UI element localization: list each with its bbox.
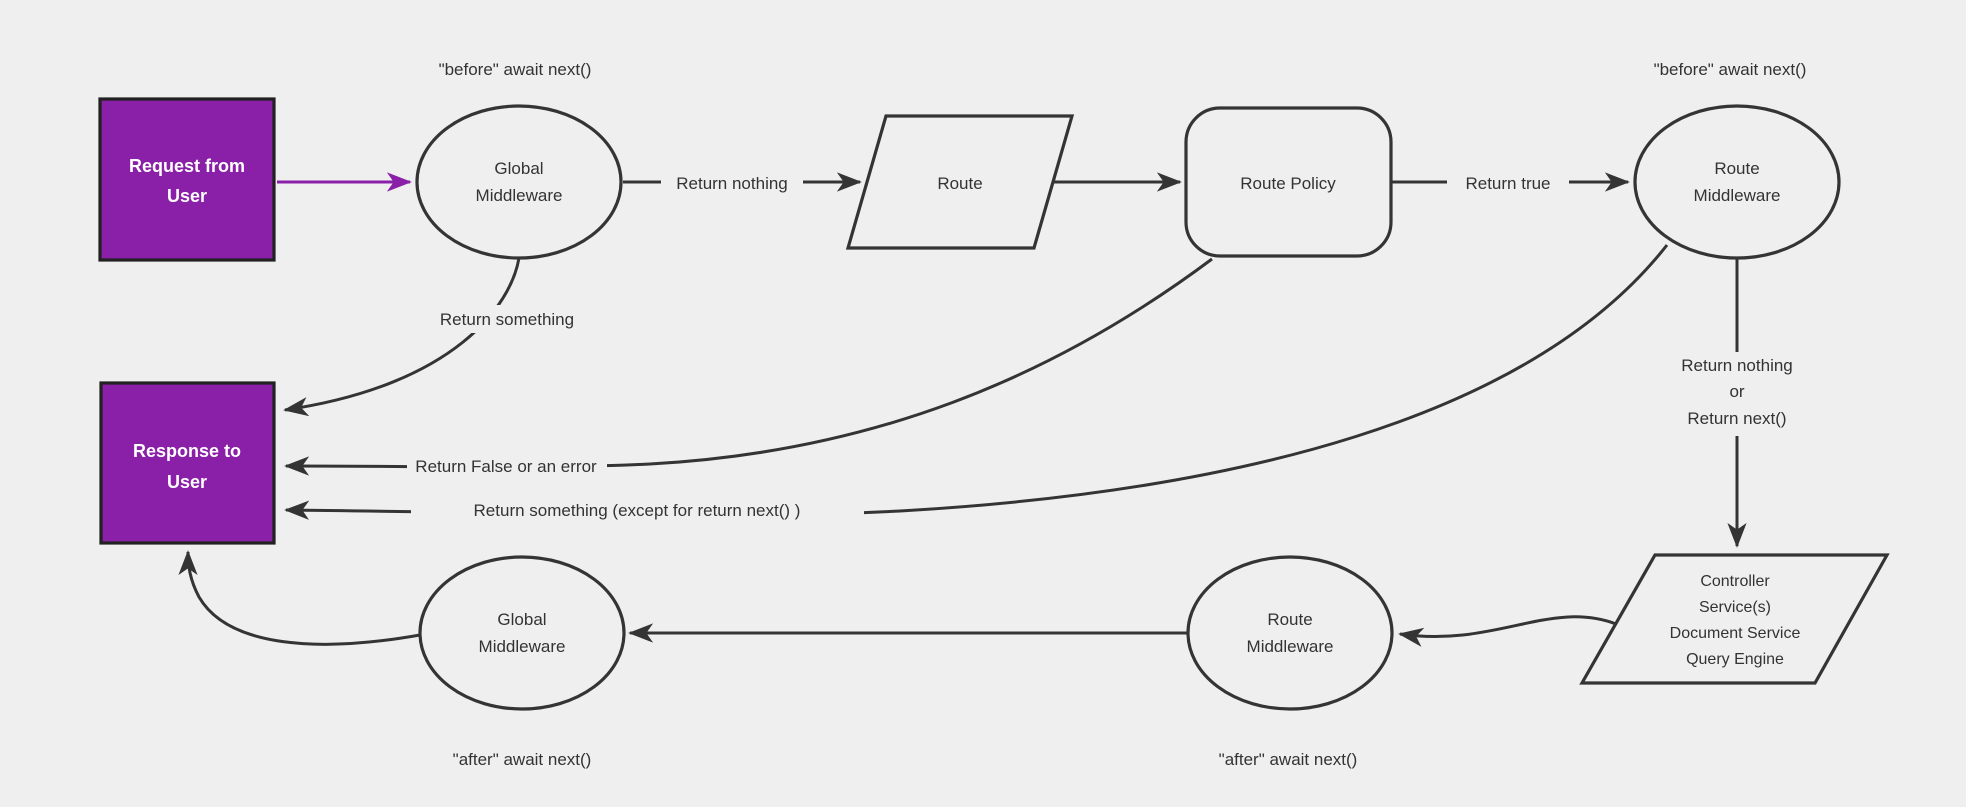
edge-label-return-nothing-or-line1: Return nothing [1681, 356, 1793, 375]
edge-route-policy-to-response [284, 257, 1213, 476]
edge-label-return-something: Return something [440, 310, 574, 329]
controller-line4: Query Engine [1686, 651, 1784, 668]
edge-label-return-nothing-or-line3: Return next() [1687, 409, 1786, 428]
controller-line2: Service(s) [1699, 599, 1771, 616]
label-bg [661, 168, 803, 196]
response-label-line1: Response to [133, 441, 241, 461]
annotation-after-await-next-left: "after" await next() [453, 750, 592, 769]
route-middleware-top-ellipse [1633, 104, 1841, 260]
response-label-line2: User [167, 472, 207, 492]
route-middleware-bottom-line1: Route [1267, 610, 1312, 629]
node-global-middleware-top: Global Middleware "before" await next() [415, 60, 623, 260]
annotation-before-await-next-right: "before" await next() [1654, 60, 1807, 79]
node-route-policy: Route Policy [1184, 106, 1393, 258]
label-bg [411, 496, 864, 524]
response-box [99, 381, 276, 545]
edge-label-return-nothing-or-line2: or [1729, 382, 1744, 401]
label-bg [416, 305, 599, 333]
controller-line1: Controller [1700, 573, 1770, 590]
edge-label-return-false: Return False or an error [415, 457, 597, 476]
node-response-to-user: Response to User [99, 381, 276, 545]
route-middleware-bottom-ellipse [1186, 555, 1394, 711]
edges [178, 172, 1747, 647]
global-middleware-top-ellipse [415, 104, 623, 260]
route-label: Route [937, 174, 982, 193]
route-parallelogram [845, 114, 1075, 250]
nodes: Request from User Global Middleware "bef… [98, 60, 1890, 769]
request-box [98, 97, 276, 262]
label-bg [1660, 352, 1814, 436]
route-middleware-top-line1: Route [1714, 159, 1759, 178]
edge-label-return-something-except: Return something (except for return next… [474, 501, 801, 520]
route-middleware-bottom-line2: Middleware [1247, 637, 1334, 656]
controller-line3: Document Service [1670, 625, 1801, 642]
node-route: Route [845, 114, 1075, 250]
node-route-middleware-top: Route Middleware "before" await next() [1633, 60, 1841, 260]
annotation-before-await-next-left: "before" await next() [439, 60, 592, 79]
route-middleware-top-line2: Middleware [1694, 186, 1781, 205]
edge-global-middleware-to-response [283, 257, 521, 417]
route-policy-box [1184, 106, 1393, 258]
request-label-line1: Request from [129, 156, 245, 176]
edge-label-return-true: Return true [1465, 174, 1550, 193]
label-bg [1447, 168, 1569, 196]
node-request-from-user: Request from User [98, 97, 276, 262]
annotation-after-await-next-right: "after" await next() [1219, 750, 1358, 769]
global-middleware-bottom-line2: Middleware [479, 637, 566, 656]
route-policy-label: Route Policy [1240, 174, 1336, 193]
edge-global-middleware-bottom-to-response [178, 550, 421, 646]
node-global-middleware-bottom: Global Middleware "after" await next() [418, 555, 626, 769]
edge-label-return-nothing: Return nothing [676, 174, 788, 193]
node-controller-services: Controller Service(s) Document Service Q… [1579, 553, 1890, 685]
global-middleware-bottom-ellipse [418, 555, 626, 711]
controller-parallelogram [1579, 553, 1890, 685]
label-bg [407, 452, 607, 480]
edge-labels: Return nothing Return true Return someth… [407, 168, 1814, 524]
node-route-middleware-bottom: Route Middleware "after" await next() [1186, 555, 1394, 769]
edge-controller-to-route-middleware-bottom [1398, 615, 1617, 647]
global-middleware-top-line2: Middleware [476, 186, 563, 205]
global-middleware-bottom-line1: Global [497, 610, 546, 629]
global-middleware-top-line1: Global [494, 159, 543, 178]
request-label-line2: User [167, 186, 207, 206]
